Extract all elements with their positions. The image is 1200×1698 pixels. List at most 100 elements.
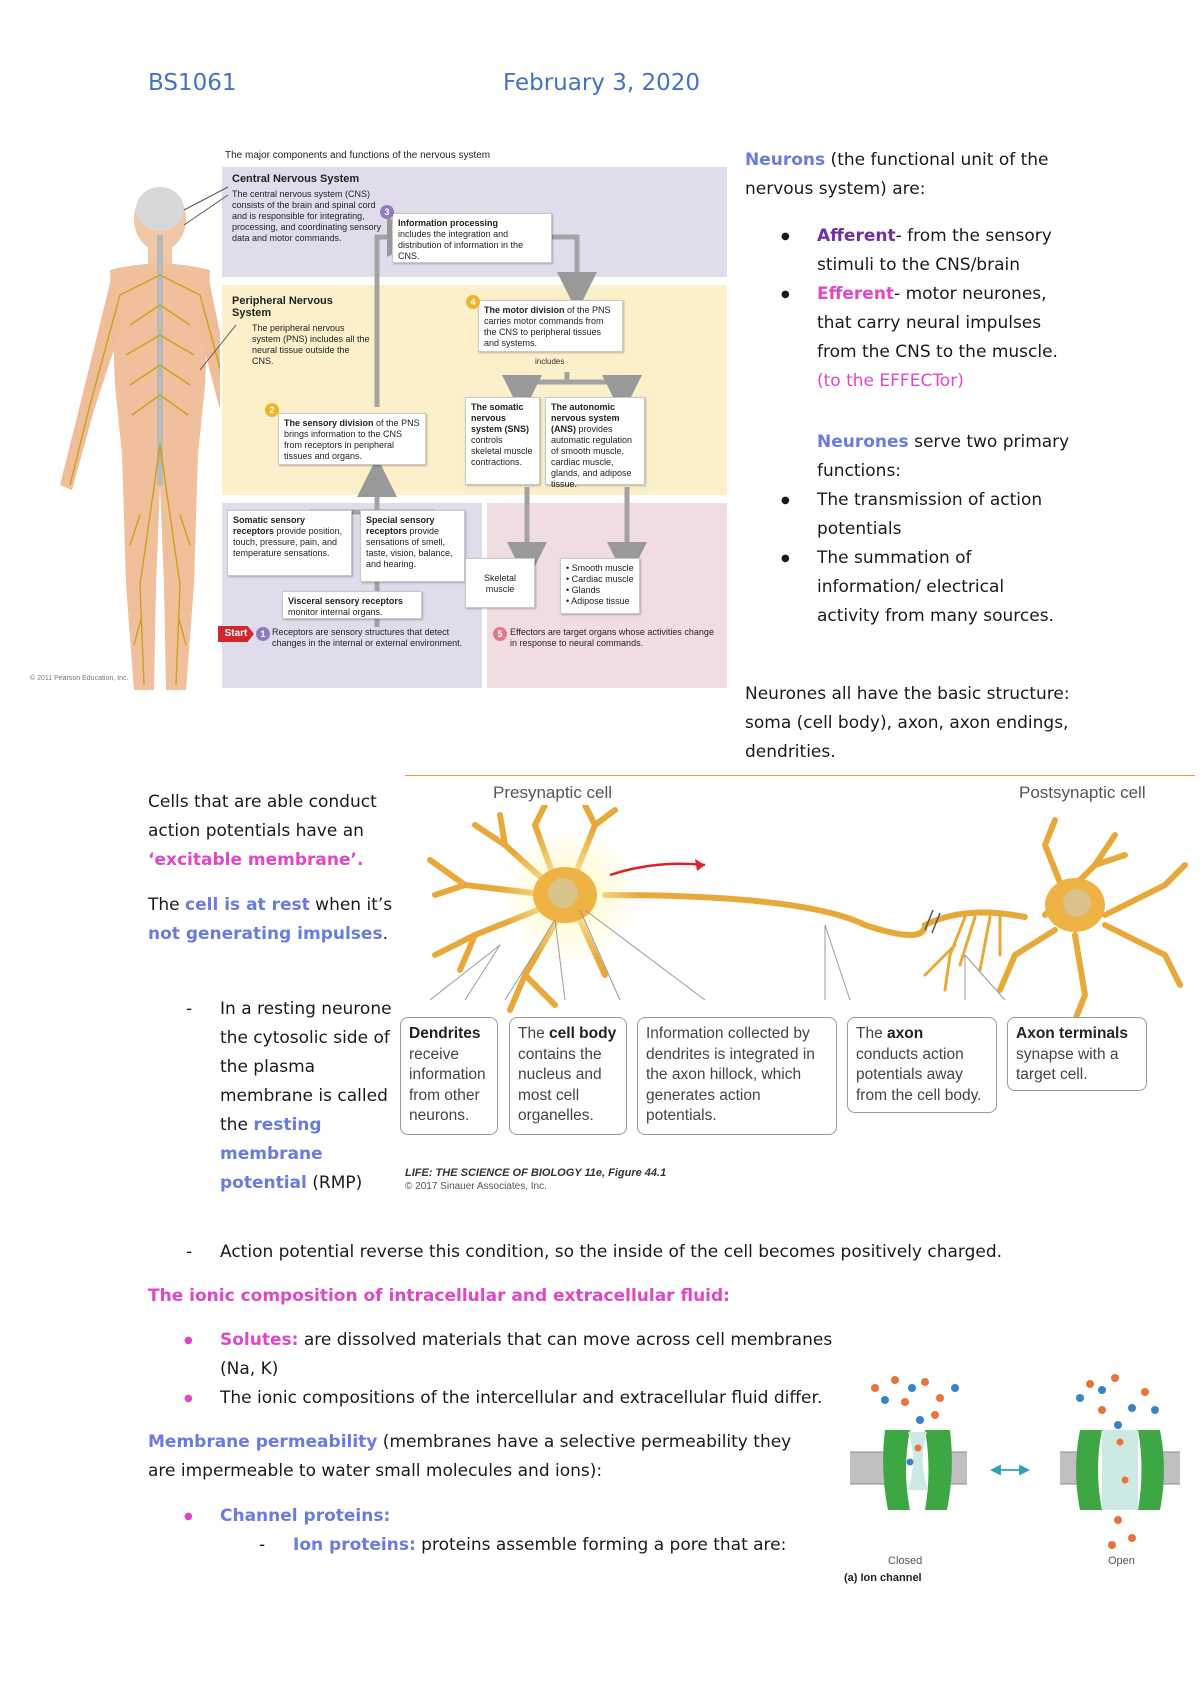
resting-item: - In a resting neurone the cytosolic sid…	[186, 995, 395, 1198]
efferent-text: - motor neurones, that carry neural impu…	[817, 284, 1058, 362]
efferent-term: Efferent	[817, 284, 895, 304]
figure-top-rule	[405, 775, 1195, 776]
rest-pre: The	[148, 895, 186, 915]
figure1-title: The major components and functions of th…	[225, 150, 491, 161]
special-receptors-box: Special sensory receptors provide sensat…	[360, 510, 465, 582]
effector-list-box: • Smooth muscle • Cardiac muscle • Gland…	[560, 558, 640, 614]
action-potential-text: Action potential reverse this condition,…	[220, 1242, 1003, 1262]
rmp-term: resting membrane potential	[220, 1115, 323, 1193]
somatic-receptors-text: provide position, touch, pressure, pain,…	[233, 526, 343, 558]
cns-text: The central nervous system (CNS) consist…	[232, 189, 382, 243]
dendrites-term: Dendrites	[409, 1025, 481, 1042]
axon-term: axon	[887, 1025, 924, 1042]
info-processing-title: Information processing	[398, 218, 499, 228]
excitable-paragraph: Cells that are able conduct action poten…	[148, 788, 393, 875]
step-number-badge: 1	[256, 627, 270, 641]
presynaptic-label: Presynaptic cell	[493, 783, 613, 802]
nervous-system-figure: © 2011 Pearson Education, Inc. The major…	[30, 145, 730, 740]
neurons-term: Neurons	[745, 150, 826, 170]
channel-list: Channel proteins:	[184, 1502, 720, 1531]
info-processing-text: includes the integration and distributio…	[398, 229, 524, 261]
sensory-text: of the PNS brings information to the CNS…	[284, 418, 420, 461]
ion-proteins-term: Ion proteins:	[293, 1535, 416, 1555]
list-item: The ionic compositions of the intercellu…	[184, 1384, 840, 1413]
axon-terminals-term: Axon terminals	[1016, 1025, 1128, 1042]
special-receptors-title: Special sensory receptors	[366, 515, 435, 536]
axon-text: conducts action potentials away from the…	[856, 1045, 982, 1104]
visceral-text: monitor internal organs.	[288, 607, 383, 617]
cell-body-pre: The	[518, 1025, 550, 1042]
somatic-title: The somatic nervous system (SNS)	[471, 402, 530, 434]
not-generating-term: not generating impulses	[148, 924, 383, 944]
somatic-text: controls skeletal muscle contractions.	[471, 435, 533, 467]
step-number-badge: 3	[380, 205, 394, 219]
afferent-text: - from the sensory stimuli to the CNS/br…	[817, 226, 1052, 275]
axon-terminals-box: Axon terminals synapse with a target cel…	[1007, 1017, 1147, 1091]
permeability-text: (membranes have a selective permeability…	[148, 1432, 792, 1481]
closed-label: Closed	[888, 1555, 923, 1567]
motor-title: The motor division	[484, 305, 565, 315]
rest-mid: when it’s	[309, 895, 393, 915]
autonomic-title: The autonomic nervous system (ANS)	[551, 402, 620, 434]
step-number-badge: 2	[265, 403, 279, 417]
ion-channel-illustration	[850, 1374, 1180, 1549]
list-item: Channel proteins:	[184, 1502, 720, 1531]
list-item: Solutes: are dissolved materials that ca…	[184, 1326, 840, 1384]
open-label: Open	[1108, 1555, 1135, 1567]
dash-marker: -	[186, 1242, 193, 1262]
axon-pre: The	[856, 1025, 888, 1042]
figure2-copyright: © 2017 Sinauer Associates, Inc.	[405, 1181, 547, 1192]
postsynaptic-label: Postsynaptic cell	[1019, 783, 1146, 802]
info-processing-box: Information processing includes the inte…	[392, 213, 552, 263]
receptors-caption: Receptors are sensory structures that de…	[272, 627, 463, 648]
somatic-receptors-title: Somatic sensory receptors	[233, 515, 306, 536]
effectors-caption: Effectors are target organs whose activi…	[510, 627, 714, 648]
sensory-title: The sensory division	[284, 418, 374, 428]
list-item: The transmission of action potentials	[781, 486, 1072, 544]
rest-end: .	[382, 924, 388, 944]
autonomic-text: provides automatic regulation of smooth …	[551, 424, 633, 489]
solutes-term: Solutes:	[220, 1330, 299, 1350]
pointer-lines	[183, 186, 237, 371]
neurones-functions-intro: Neurones serve two primary functions:	[817, 428, 1072, 486]
cell-body-term: cell body	[549, 1025, 617, 1042]
sensory-division-box: The sensory division of the PNS brings i…	[278, 413, 426, 465]
solutes-text: are dissolved materials that can move ac…	[220, 1330, 833, 1379]
rest-term: cell is at rest	[185, 895, 310, 915]
list-item: Afferent- from the sensory stimuli to th…	[781, 222, 1072, 280]
neurons-intro-text: (the functional unit of the nervous syst…	[745, 150, 1049, 199]
course-code: BS1061	[148, 70, 237, 96]
action-potential-item: - Action potential reverse this conditio…	[186, 1238, 1120, 1267]
dash-marker: -	[186, 999, 193, 1019]
resting-text: In a resting neurone the cytosolic side …	[220, 999, 392, 1135]
cell-body-box: The cell body contains the nucleus and m…	[509, 1017, 627, 1135]
somatic-ns-box: The somatic nervous system (SNS) control…	[465, 397, 540, 485]
list-item: The summation of information/ electrical…	[781, 544, 1072, 631]
somatic-receptors-box: Somatic sensory receptors provide positi…	[227, 510, 352, 576]
autonomic-ns-box: The autonomic nervous system (ANS) provi…	[545, 397, 645, 489]
skeletal-muscle-text: Skeletal muscle	[483, 573, 517, 594]
motor-division-box: The motor division of the PNS carries mo…	[478, 300, 623, 352]
cns-heading: Central Nervous System	[232, 173, 360, 185]
neurones-term: Neurones	[817, 432, 909, 452]
human-body-illustration	[60, 187, 220, 690]
start-arrow: Start	[218, 626, 254, 642]
ionic-heading-text: The ionic composition of intracellular a…	[148, 1286, 730, 1306]
ionic-heading: The ionic composition of intracellular a…	[148, 1282, 730, 1311]
includes-label: includes	[535, 357, 565, 366]
neuron-figure: Presynaptic cell Postsynaptic cell	[400, 775, 1195, 1195]
list-item: Efferent- motor neurones, that carry neu…	[781, 280, 1072, 396]
step-number-badge: 4	[466, 295, 480, 309]
permeability-term: Membrane permeability	[148, 1432, 378, 1452]
step-number-badge: 5	[493, 627, 507, 641]
ion-channel-figure: Closed Open (a) Ion channel	[840, 1370, 1185, 1585]
axon-hillock-box: Information collected by dendrites is in…	[637, 1017, 837, 1135]
pns-text: The peripheral nervous system (PNS) incl…	[252, 323, 370, 366]
figure2-credit: LIFE: THE SCIENCE OF BIOLOGY 11e, Figure…	[405, 1167, 667, 1179]
dash-marker: -	[259, 1535, 266, 1555]
functions-list: The transmission of action potentials Th…	[781, 486, 1072, 631]
ion-proteins-item: - Ion proteins: proteins assemble formin…	[259, 1531, 833, 1560]
neurone-structure: Neurones all have the basic structure: s…	[745, 684, 1070, 762]
dendrites-text: receive information from other neurons.	[409, 1045, 486, 1125]
skeletal-muscle-box: Skeletal muscle	[465, 558, 535, 608]
